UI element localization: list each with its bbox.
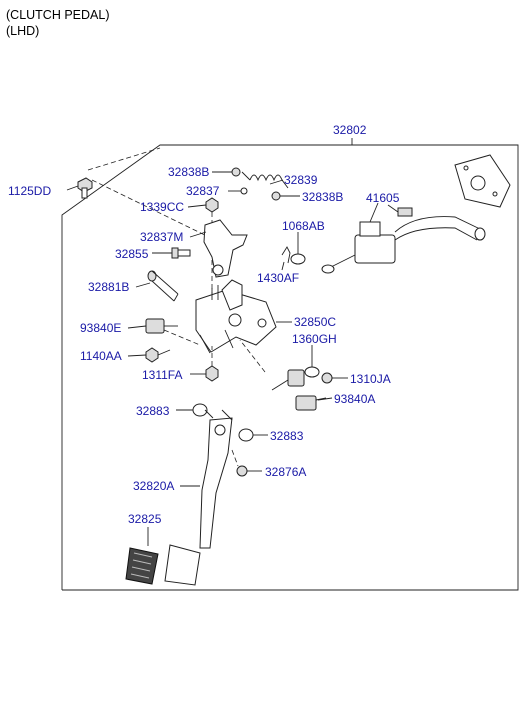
bolt-1125dd-part [77,177,93,199]
mounting-plate-part [454,154,511,208]
label-32820a: 32820A [133,479,174,493]
nut-1339cc-part [205,197,219,213]
label-1360gh: 1360GH [292,332,337,346]
label-32883-right: 32883 [270,429,304,443]
label-93840e: 93840E [80,321,121,335]
nut-1310ja-part [321,372,333,384]
nut-32838b-top [231,167,241,177]
label-1125dd: 1125DD [8,184,51,198]
label-32838b-lower: 32838B [302,190,343,204]
label-32883-left: 32883 [136,404,170,418]
label-1068ab: 1068AB [282,219,325,233]
switch-93840a-part [295,395,327,411]
label-32855: 32855 [115,247,149,261]
bushing-32883-left [192,403,208,417]
switch-93840e-part [145,318,178,334]
label-32802: 32802 [333,123,367,137]
washer-1068ab-part [290,253,306,265]
bracket-32837m-part [203,219,248,278]
label-1311fa: 1311FA [142,368,182,382]
label-41605: 41605 [366,191,400,205]
pin-32881b-part [147,270,179,302]
stop-switch-part [271,369,305,391]
label-32838b-top: 32838B [168,165,209,179]
label-32881b: 32881B [88,280,129,294]
label-32825: 32825 [128,512,162,526]
label-32837m: 32837M [140,230,183,244]
nut-32876a-part [236,465,248,477]
pedal-pad-32825-part [125,544,201,586]
label-1430af: 1430AF [257,271,299,285]
label-93840a: 93840A [334,392,375,406]
diagram-subtitle: (LHD) [6,24,40,38]
washer-1360gh-part [304,366,320,378]
spring-32839-part [241,171,289,189]
nut-1311fa-part [205,365,219,382]
label-1140aa: 1140AA [80,349,122,363]
label-32839: 32839 [284,173,318,187]
diagram-title: (CLUTCH PEDAL) [6,8,110,22]
label-32850c: 32850C [294,315,336,329]
pedal-arm-32820a-part [199,409,233,549]
label-32837: 32837 [186,184,220,198]
washer-32837 [240,187,248,195]
bolt-32855-part [171,247,191,259]
label-1339cc: 1339CC [140,200,184,214]
master-cylinder-41605-part [321,207,486,274]
bolt-1140aa-part [145,347,171,363]
bushing-32883-right [238,428,254,442]
nut-32838b-lower [271,191,281,201]
pin-1430af-part [281,246,291,264]
pedal-bracket-32850c-part [195,279,277,354]
assembly-frame [61,144,519,591]
label-1310ja: 1310JA [350,372,391,386]
label-32876a: 32876A [265,465,306,479]
